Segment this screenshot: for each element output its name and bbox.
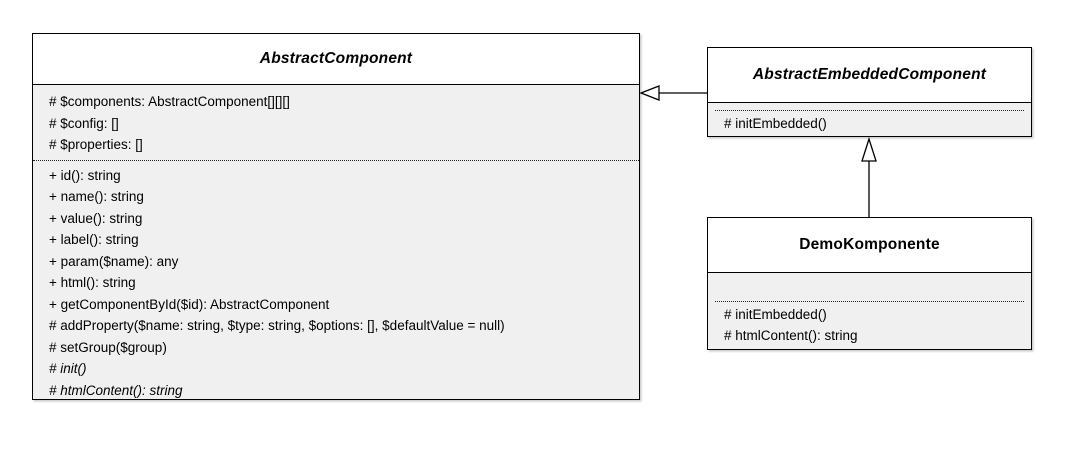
attribute-row: # $config: [] [49,115,119,131]
method-row: # initEmbedded() [724,116,827,131]
inheritance-arrow-demo-to-embedded [861,136,877,217]
method-row: + name(): string [49,189,144,204]
class-body: # initEmbedded() # htmlContent(): string [708,273,1031,346]
class-title-demo-komponente: DemoKomponente [708,218,1031,273]
method-row: + param($name): any [49,253,179,269]
method-row: # htmlContent(): string [724,328,858,343]
class-title-abstract-component: AbstractComponent [33,34,639,85]
method-row: + getComponentById($id): AbstractCompone… [49,296,330,312]
class-box-abstract-embedded-component: AbstractEmbeddedComponent # initEmbedded… [707,47,1032,137]
inheritance-arrow-embedded-to-abstract [639,85,707,101]
methods-compartment: # initEmbedded() # htmlContent(): string [708,302,1031,346]
method-row: + value(): string [49,210,143,226]
class-body: # initEmbedded() [708,110,1031,134]
attributes-methods-separator [715,301,1024,302]
method-row: + label(): string [49,232,139,247]
method-row: # setGroup($group) [49,339,167,355]
method-row-abstract: # init() [49,361,87,376]
class-title-abstract-embedded-component: AbstractEmbeddedComponent [708,48,1031,103]
attributes-methods-separator [33,159,639,161]
class-box-demo-komponente: DemoKomponente # initEmbedded() # htmlCo… [707,217,1032,350]
attribute-row: # $properties: [] [49,137,143,152]
methods-compartment: # initEmbedded() [708,113,1031,134]
method-row-abstract: # htmlContent(): string [49,382,183,398]
attribute-row: # $components: AbstractComponent[][][] [49,94,290,109]
method-row: # addProperty($name: string, $type: stri… [49,318,505,333]
attributes-methods-separator [715,110,1024,111]
methods-compartment: + id(): string + name(): string + value(… [33,161,639,406]
method-row: + id(): string [49,167,121,183]
class-box-abstract-component: AbstractComponent # $components: Abstrac… [32,33,640,400]
attributes-compartment: # $components: AbstractComponent[][][] #… [33,85,639,160]
method-row: + html(): string [49,275,136,290]
class-body: # $components: AbstractComponent[][][] #… [33,85,639,405]
attributes-compartment-empty [708,273,1031,301]
method-row: # initEmbedded() [724,307,827,322]
